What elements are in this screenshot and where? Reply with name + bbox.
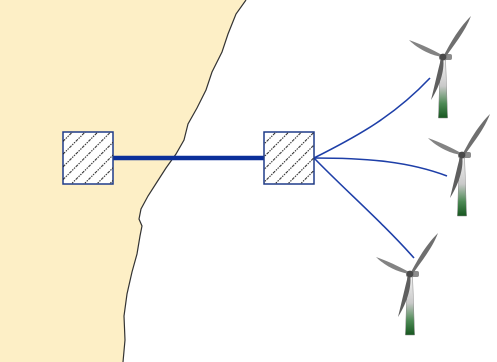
land-area [0,0,246,362]
wind-turbine-3 [375,232,439,336]
hatched-substation-icon [62,131,114,185]
array-cable-2 [313,157,448,177]
offshore-substation [263,131,315,185]
wind-turbine-icon [427,113,491,217]
onshore-substation [62,131,114,185]
wind-turbine-2 [427,113,491,217]
array-cable-3 [313,157,415,259]
wind-turbine-icon [408,15,472,119]
array-cable-1 [313,77,431,159]
coastline [122,0,247,362]
hatched-substation-icon [263,131,315,185]
wind-turbine-1 [408,15,472,119]
wind-turbine-icon [375,232,439,336]
